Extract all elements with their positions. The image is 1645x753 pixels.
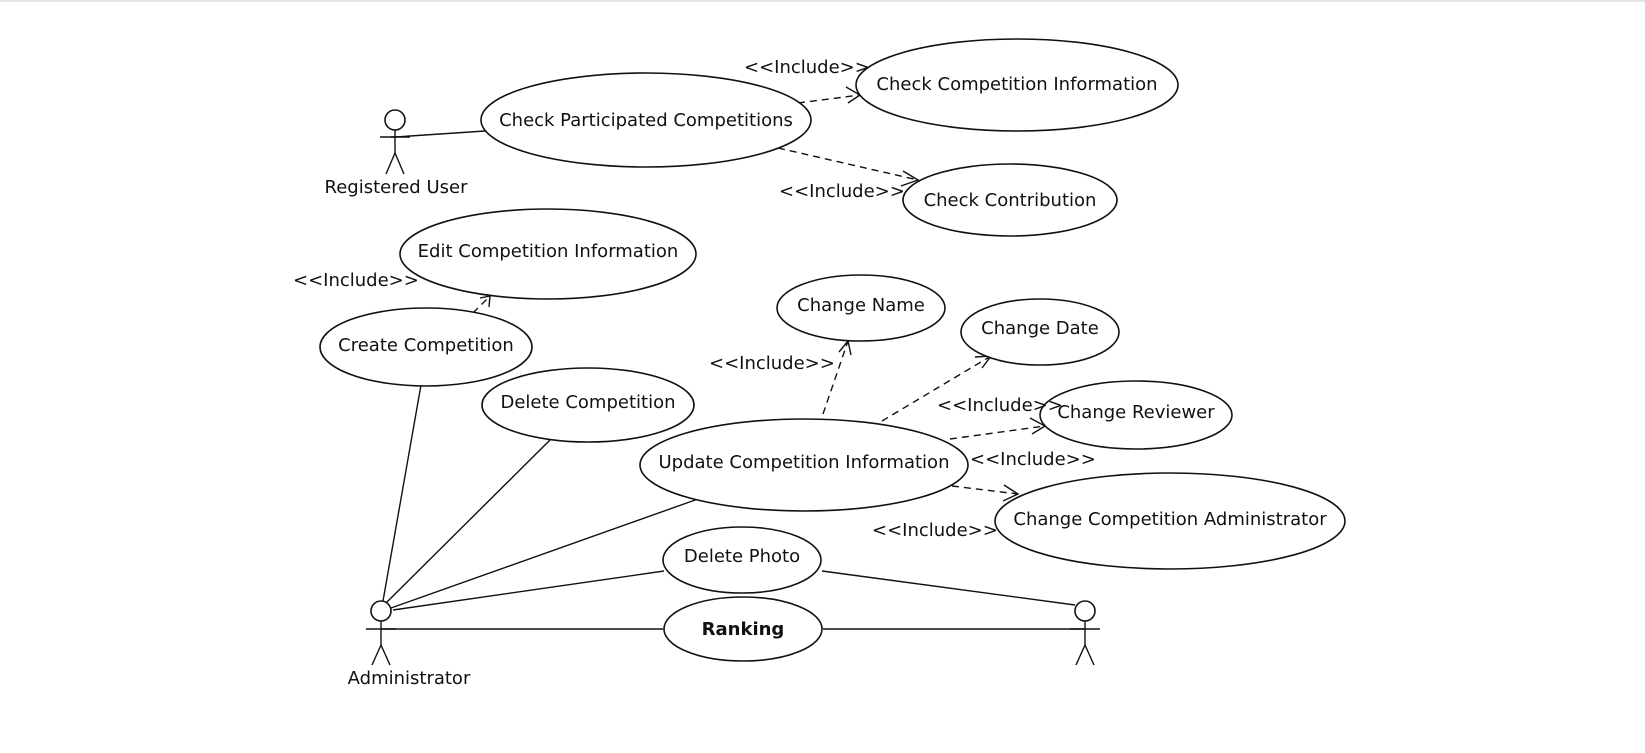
include-label-check-comp-info: <<Include>> bbox=[744, 57, 870, 78]
use-case-check-contribution[interactable]: Check Contribution bbox=[902, 163, 1118, 237]
include-edge-change-name bbox=[822, 340, 849, 415]
assoc-actor-delete-photo bbox=[821, 570, 1076, 606]
use-case-label: Change Date bbox=[981, 318, 1099, 339]
use-case-label: Change Name bbox=[797, 295, 925, 316]
use-case-change-date[interactable]: Change Date bbox=[960, 298, 1120, 366]
arrowhead-change-name bbox=[838, 339, 852, 356]
actor-left-leg bbox=[385, 152, 396, 175]
include-label-check-contribution: <<Include>> bbox=[779, 181, 905, 202]
top-border bbox=[0, 0, 1645, 2]
use-case-label: Check Competition Information bbox=[876, 74, 1157, 95]
actor-right-leg bbox=[1084, 644, 1095, 666]
include-label-edit-comp-info: <<Include>> bbox=[293, 270, 419, 291]
actor-right-leg bbox=[380, 644, 391, 666]
use-case-label: Edit Competition Information bbox=[418, 241, 679, 262]
include-edge-check-comp-info bbox=[797, 94, 861, 104]
include-edge-edit-comp-info bbox=[472, 295, 491, 314]
use-case-label: Delete Competition bbox=[500, 392, 675, 413]
actor-head bbox=[384, 109, 406, 131]
use-case-delete-comp[interactable]: Delete Competition bbox=[481, 367, 695, 443]
actor-right-leg bbox=[394, 152, 405, 175]
use-case-label: Change Competition Administrator bbox=[1013, 509, 1327, 530]
use-case-create-comp[interactable]: Create Competition bbox=[319, 307, 533, 387]
include-label-update: <<Include>> bbox=[970, 449, 1096, 470]
use-case-check-comp-info[interactable]: Check Competition Information bbox=[855, 38, 1179, 132]
use-case-change-name[interactable]: Change Name bbox=[776, 274, 946, 342]
arrowhead-check-contribution bbox=[900, 170, 920, 187]
include-label-change-reviewer: <<Include>> bbox=[937, 395, 1063, 416]
actor-administrator[interactable]: Administrator bbox=[348, 600, 471, 689]
include-label-change-name: <<Include>> bbox=[709, 353, 835, 374]
actor-label: Registered User bbox=[325, 177, 469, 198]
actor-registered-user[interactable]: Registered User bbox=[325, 109, 469, 198]
actor-left-leg bbox=[1075, 644, 1086, 666]
assoc-admin-delete-photo bbox=[392, 570, 665, 611]
include-label-change-admin: <<Include>> bbox=[872, 520, 998, 541]
actor-head bbox=[1074, 600, 1096, 622]
include-edge-check-contribution bbox=[777, 147, 919, 181]
use-case-label: Change Reviewer bbox=[1057, 402, 1215, 423]
use-case-check-participated[interactable]: Check Participated Competitions bbox=[480, 72, 812, 168]
use-case-label: Check Contribution bbox=[924, 190, 1097, 211]
arrowhead-change-admin bbox=[1002, 484, 1020, 502]
use-case-label: Check Participated Competitions bbox=[499, 110, 793, 131]
actor-unnamed[interactable] bbox=[1070, 600, 1100, 666]
use-case-label: Update Competition Information bbox=[659, 452, 950, 473]
assoc-registered-user-check-participated bbox=[390, 130, 486, 138]
associations bbox=[381, 130, 1085, 630]
actor-label: Administrator bbox=[348, 668, 471, 689]
assoc-admin-delete-competition bbox=[385, 439, 551, 604]
use-case-delete-photo[interactable]: Delete Photo bbox=[662, 526, 822, 594]
include-edge-change-reviewer bbox=[949, 425, 1046, 440]
use-case-label: Delete Photo bbox=[684, 546, 800, 567]
include-edge-change-date bbox=[881, 355, 992, 422]
use-case-update-comp-info[interactable]: Update Competition Information bbox=[639, 418, 969, 512]
assoc-admin-create-competition bbox=[382, 384, 422, 602]
use-cases: Check Participated Competitions Check Co… bbox=[319, 38, 1346, 662]
use-case-label: Create Competition bbox=[338, 335, 514, 356]
include-labels: <<Include>> <<Include>> <<Include>> <<In… bbox=[293, 57, 1096, 541]
use-case-edit-comp-info[interactable]: Edit Competition Information bbox=[399, 208, 697, 300]
use-case-change-reviewer[interactable]: Change Reviewer bbox=[1039, 380, 1233, 450]
assoc-admin-update-competition bbox=[390, 498, 699, 609]
actor-left-leg bbox=[371, 644, 382, 666]
use-case-change-admin[interactable]: Change Competition Administrator bbox=[994, 472, 1346, 570]
use-case-ranking[interactable]: Ranking bbox=[663, 596, 823, 662]
use-case-label: Ranking bbox=[702, 619, 785, 640]
actor-head bbox=[370, 600, 392, 622]
